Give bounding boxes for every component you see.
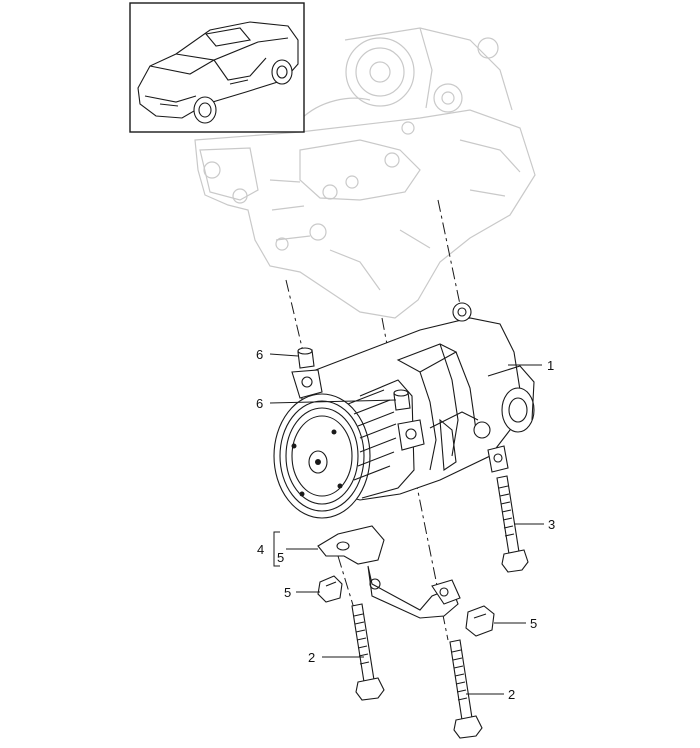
bolt-long-lower	[449, 639, 483, 739]
bolt-long-left	[351, 603, 385, 701]
bushing-sleeve-upper	[297, 347, 315, 369]
callout-labels: 1 6 6 3 4 5 5 5 2 2	[256, 347, 555, 702]
bushing-sleeve-lower	[393, 389, 411, 411]
spring-clip-right	[465, 605, 495, 637]
vehicle-inset	[129, 2, 305, 133]
callout-4: 4	[257, 542, 264, 557]
callout-6-lower: 6	[256, 396, 263, 411]
engine-block-icon	[194, 27, 536, 319]
callout-2-left: 2	[308, 650, 315, 665]
callout-6-upper: 6	[256, 347, 263, 362]
ac-compressor-icon	[273, 302, 535, 519]
callout-1: 1	[547, 358, 554, 373]
callout-5-right: 5	[530, 616, 537, 631]
mounting-bracket	[317, 525, 461, 619]
callout-5-bracket: 5	[277, 550, 284, 565]
car-suv-icon	[137, 21, 299, 124]
callout-5-left: 5	[284, 585, 291, 600]
callout-3: 3	[548, 517, 555, 532]
callout-2-lower: 2	[508, 687, 515, 702]
bolt-long-right	[496, 475, 529, 573]
spring-clip-left	[317, 575, 343, 603]
callout-leaders	[269, 353, 544, 695]
